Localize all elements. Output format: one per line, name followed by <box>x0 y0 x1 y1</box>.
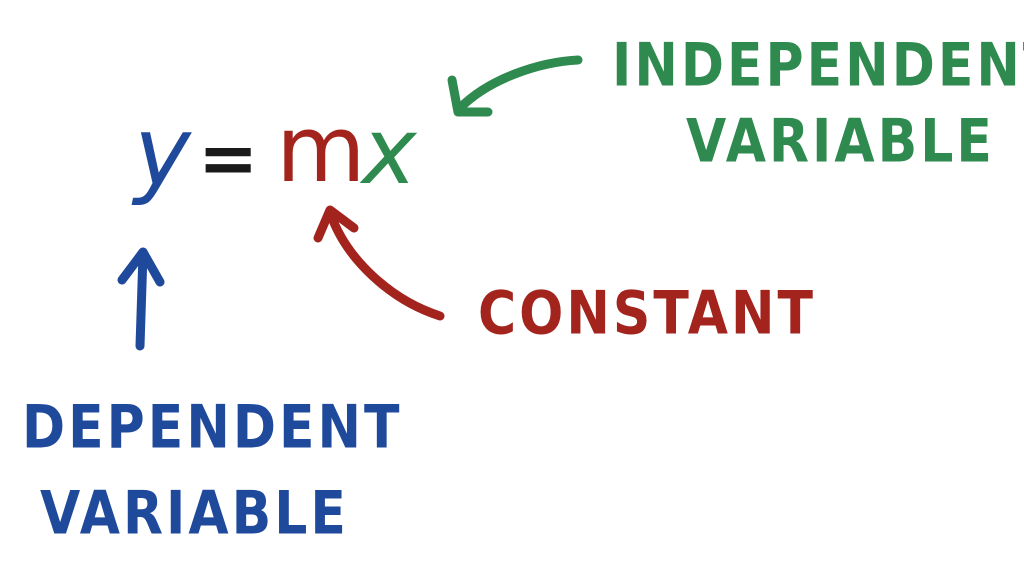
equation-m: m <box>276 96 366 203</box>
constant-arrow <box>313 205 445 321</box>
independent-label-line2: VARIABLE <box>686 107 995 177</box>
constant-arrow-shaft <box>325 207 445 321</box>
dependent-label-line2: VARIABLE <box>40 479 349 549</box>
independent-arrow <box>447 55 583 117</box>
dependent-arrow <box>117 247 165 351</box>
independent-arrow-shaft <box>455 55 583 113</box>
equation-x: x <box>362 98 417 205</box>
dependent-arrow-head <box>117 247 165 287</box>
equation-equals: = <box>198 116 259 200</box>
independent-arrow-head <box>447 75 493 117</box>
dependent-arrow-shaft <box>135 249 148 351</box>
dependent-label-line1: DEPENDENT <box>22 393 403 463</box>
equation-y: y <box>134 96 191 208</box>
constant-label: CONSTANT <box>478 279 817 349</box>
constant-arrow-head <box>313 205 359 243</box>
independent-label-line1: INDEPENDENT <box>612 31 1024 101</box>
